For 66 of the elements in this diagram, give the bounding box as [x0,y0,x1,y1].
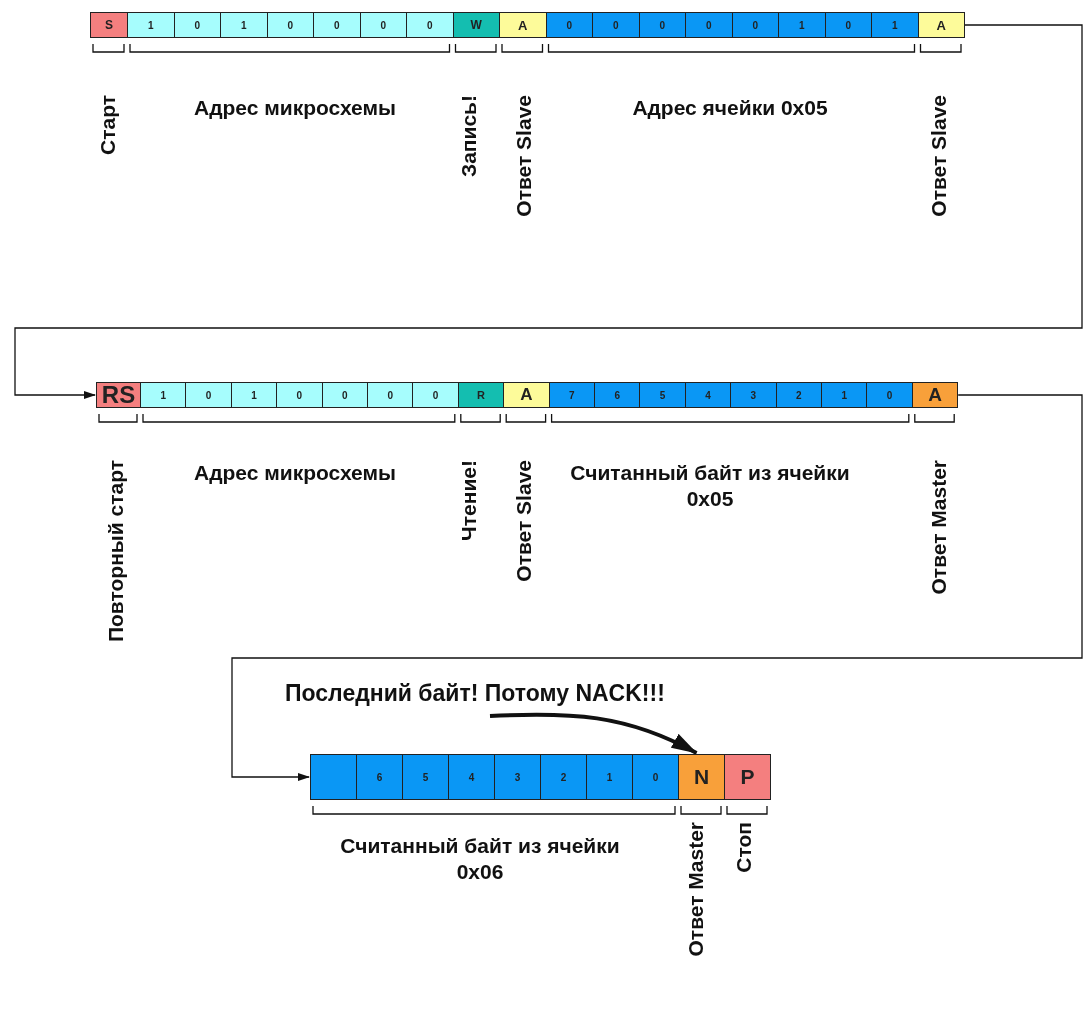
bit-cell: 1 [140,382,187,408]
bit-cell: 5 [402,754,449,800]
bit-cell: 1 [821,382,868,408]
bit-cell: A [911,382,959,408]
bit-cell: 1 [127,12,175,38]
bit-cell: 0 [321,382,368,408]
bit-cell: 0 [406,12,454,38]
bit-cell: A [503,382,550,408]
bit-cell: 1 [220,12,268,38]
bit-cell: R [457,382,505,408]
bit-cell: W [452,12,500,38]
bit-cell: 0 [173,12,221,38]
bit-cell: 0 [545,12,593,38]
bit-cell: 0 [266,12,314,38]
bit-cell: A [499,12,547,38]
vertical-field-label: Ответ Slave [511,95,536,217]
bit-cell: 0 [367,382,414,408]
vertical-field-label: Ответ Master [683,822,708,957]
bit-cell: 0 [185,382,232,408]
bit-cell: 3 [730,382,777,408]
bit-cell: 1 [586,754,633,800]
bit-cell: 5 [639,382,686,408]
connector-arrow [14,24,1083,399]
bit-cell: 0 [866,382,913,408]
bit-cell: 1 [871,12,919,38]
bit-cell: 7 [548,382,595,408]
bit-cell: 0 [824,12,872,38]
vertical-field-label: Ответ Slave [511,460,536,582]
field-label: Адрес микросхемы [193,95,397,121]
connector-arrow [231,394,1083,781]
bit-cell: 0 [638,12,686,38]
bit-cell: 2 [540,754,587,800]
bit-cell: 4 [448,754,495,800]
vertical-field-label: Чтение! [456,460,481,541]
bit-cell: 0 [731,12,779,38]
bit-cell: 3 [494,754,541,800]
bit-cell: 0 [359,12,407,38]
field-label: Адрес ячейки 0x05 [631,95,829,121]
bit-cell: 0 [276,382,323,408]
note-text: Последний байт! Потому NACK!!! [285,680,665,706]
bit-cell: 0 [412,382,459,408]
field-label: Адрес микросхемы [193,460,397,486]
field-label: Считанный байт из ячейки 0x05 [569,460,851,512]
leader-arrow [489,712,698,755]
bit-cell: 0 [632,754,679,800]
vertical-field-label: Ответ Master [926,460,951,595]
bit-cell: 6 [594,382,641,408]
bit-cell: P [724,754,771,800]
bit-cell: 6 [356,754,403,800]
bit-cell: 0 [592,12,640,38]
bit-cell: N [678,754,725,800]
bit-cell: S [90,12,128,38]
bit-cell: RS [96,382,141,408]
bit-cell: 4 [684,382,732,408]
field-label: Считанный байт из ячейки 0x06 [339,833,621,885]
bit-cell: 2 [775,382,822,408]
vertical-field-label: Старт [95,95,120,155]
bit-cell: 0 [685,12,733,38]
bit-cell: 1 [230,382,278,408]
vertical-field-label: Ответ Slave [926,95,951,217]
bit-cell: 0 [313,12,361,38]
vertical-field-label: Стоп [731,822,756,873]
vertical-field-label: Запись! [456,95,481,177]
bit-cell: A [917,12,965,38]
vertical-field-label: Повторный старт [103,460,128,643]
bit-cell: 1 [778,12,826,38]
